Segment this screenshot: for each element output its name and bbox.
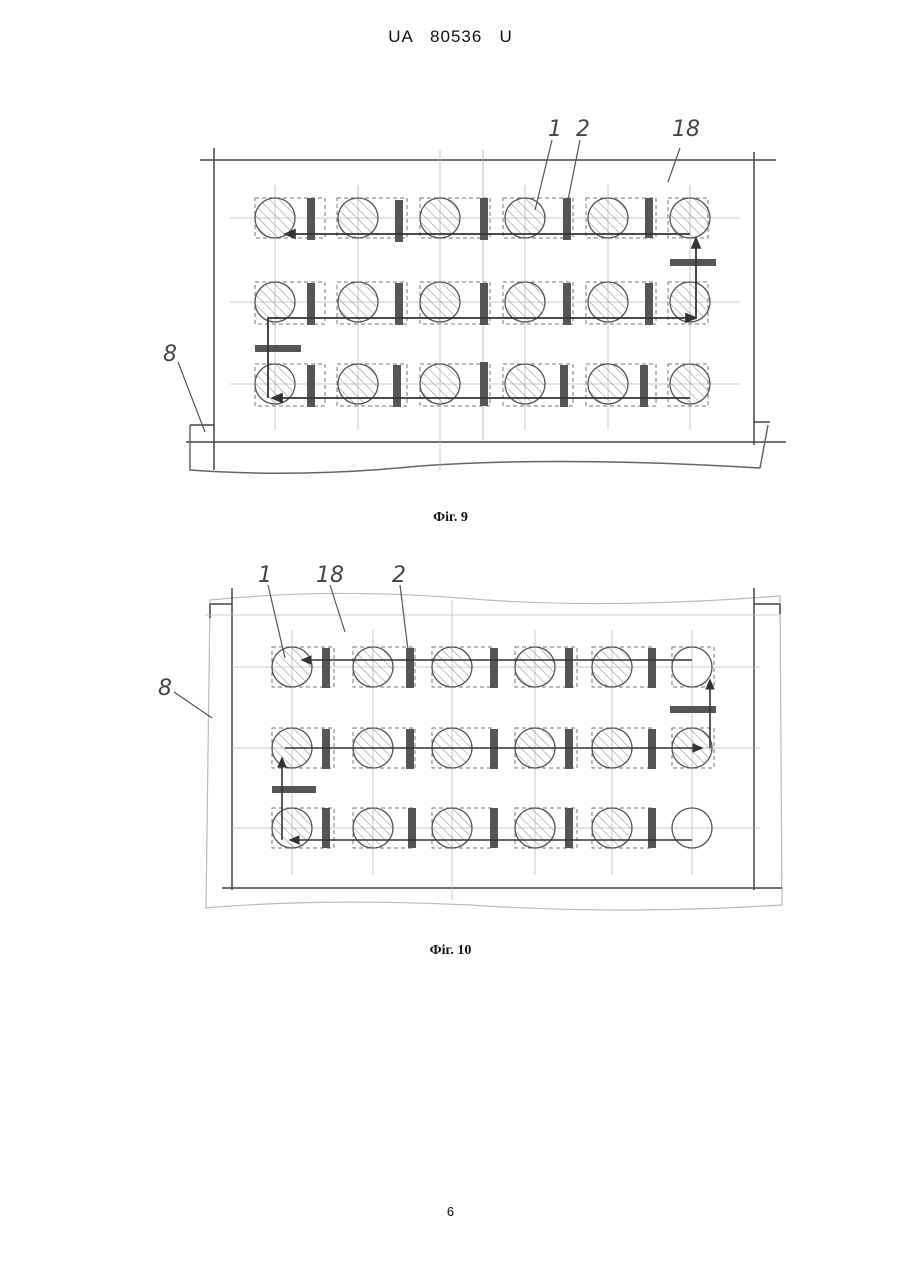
fig10-label-2: 2 — [392, 563, 406, 588]
fig10-row-2 — [272, 680, 714, 793]
fig10-label-8: 8 — [158, 676, 172, 701]
fig10-row-1 — [272, 647, 716, 713]
figure-10-caption: Фіг. 10 — [0, 943, 901, 959]
fig10-label-1: 1 — [258, 563, 272, 588]
fig10-label-18: 18 — [316, 563, 344, 588]
fig10-row-3 — [272, 758, 712, 848]
page-number: 6 — [0, 1204, 901, 1219]
